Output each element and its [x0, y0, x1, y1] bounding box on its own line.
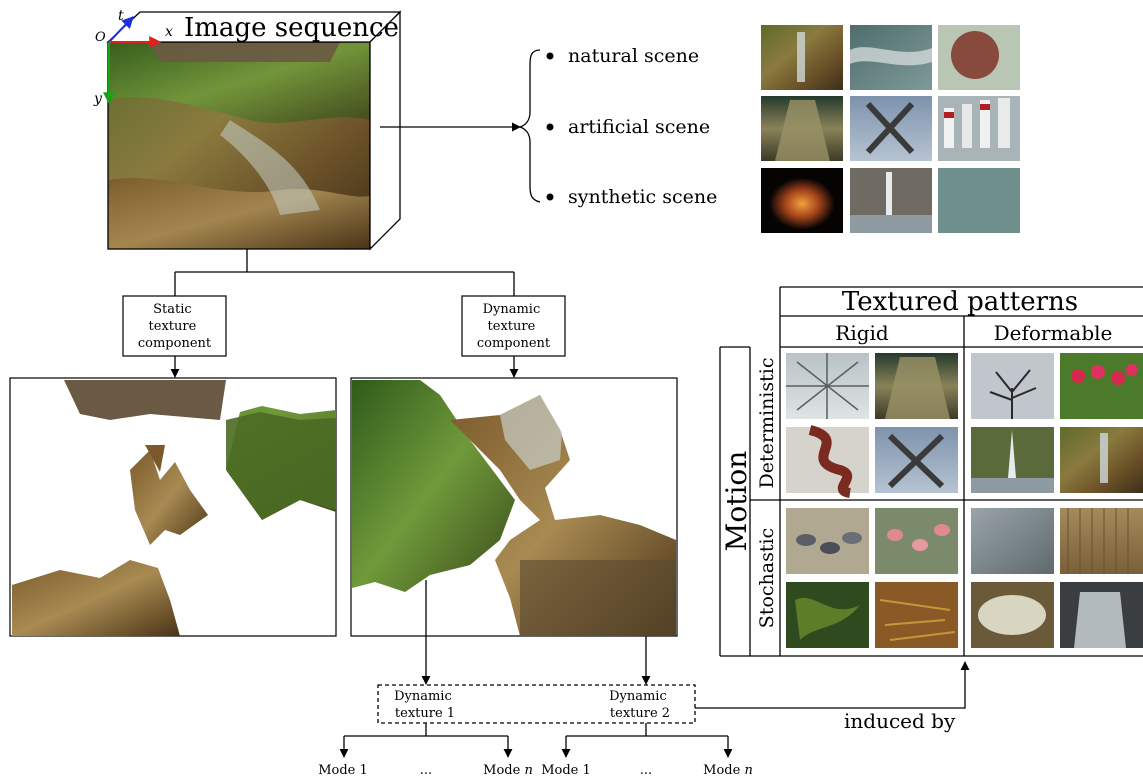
row-header-stochastic: Stochastic: [756, 528, 778, 628]
dynamic-component-box: Dynamic texture component: [461, 295, 566, 357]
scene-item: artificial scene: [568, 116, 710, 138]
induced-by-label: induced by: [844, 709, 956, 733]
mode-label: Mode 1: [541, 763, 591, 776]
textured-patterns-table: Textured patterns Rigid Deformable Motio…: [719, 286, 1143, 657]
mode-label: ...: [420, 763, 432, 776]
scene-item: synthetic scene: [568, 186, 717, 208]
svg-text:Static texture com: Static texture component: [138, 302, 212, 351]
y-axis-label: y: [93, 91, 103, 107]
induced-by-arrow: [695, 661, 970, 709]
dynamic-texture-2-label: texture 2: [610, 706, 670, 721]
scene-brace: [517, 49, 541, 203]
thumb-water-ripples: [971, 508, 1054, 574]
dynamic-texture-1-label: texture 1: [395, 706, 455, 721]
mode-label: ...: [640, 763, 652, 776]
table-title: Textured patterns: [842, 287, 1078, 317]
static-component-box: Static texture component: [122, 295, 227, 357]
dynamic-texture-2-label: Dynamic: [609, 689, 667, 704]
thumb-straw: [875, 582, 958, 648]
dynamic-textures-box: Dynamic texture 1 Dynamic texture 2: [377, 684, 696, 724]
svg-text:Dynamic texture 2: Dynamic texture 2: [609, 689, 671, 721]
image-sequence-cube: Image sequence t x y O: [93, 8, 402, 251]
x-axis-label: x: [165, 24, 173, 40]
dynamic-component-label: component: [477, 336, 551, 351]
modes-tree: [339, 723, 733, 758]
row-header-deterministic: Deterministic: [756, 358, 778, 489]
column-header-deformable: Deformable: [994, 321, 1113, 345]
static-component-label: component: [138, 336, 212, 351]
scene-item: natural scene: [568, 45, 699, 67]
sequence-title: Image sequence: [184, 13, 399, 43]
thumb-tulips: [1060, 353, 1143, 419]
svg-text:Dynamic texture co: Dynamic texture component: [477, 302, 551, 351]
thumb-reeds: [1060, 508, 1143, 574]
scene-thumbnails: [761, 25, 1020, 233]
dynamic-component-image: [350, 377, 678, 637]
t-axis-label: t: [118, 8, 124, 24]
decomposition-tree: [170, 249, 519, 378]
static-component-label: Static: [153, 302, 192, 317]
row-header-motion: Motion: [720, 451, 753, 552]
modes-labels: Mode 1 ... Mode n Mode 1 ... Mode n: [318, 763, 753, 776]
mode-label: Mode n: [483, 763, 533, 776]
dynamic-texture-1-label: Dynamic: [394, 689, 452, 704]
thumb-fire: [761, 168, 843, 233]
t-axis-arrow: [108, 16, 134, 43]
thumb-sea: [938, 168, 1020, 233]
origin-label: O: [95, 30, 106, 45]
mode-label: Mode n: [703, 763, 753, 776]
dynamic-component-label: texture: [488, 319, 536, 334]
static-component-image: [9, 377, 337, 637]
column-header-rigid: Rigid: [835, 321, 889, 345]
svg-text:Dynamic texture 1: Dynamic texture 1: [394, 689, 456, 721]
static-component-label: texture: [149, 319, 197, 334]
mode-label: Mode 1: [318, 763, 368, 776]
scene-list: natural scene artificial scene synthetic…: [546, 45, 717, 208]
dynamic-component-label: Dynamic: [483, 302, 541, 317]
